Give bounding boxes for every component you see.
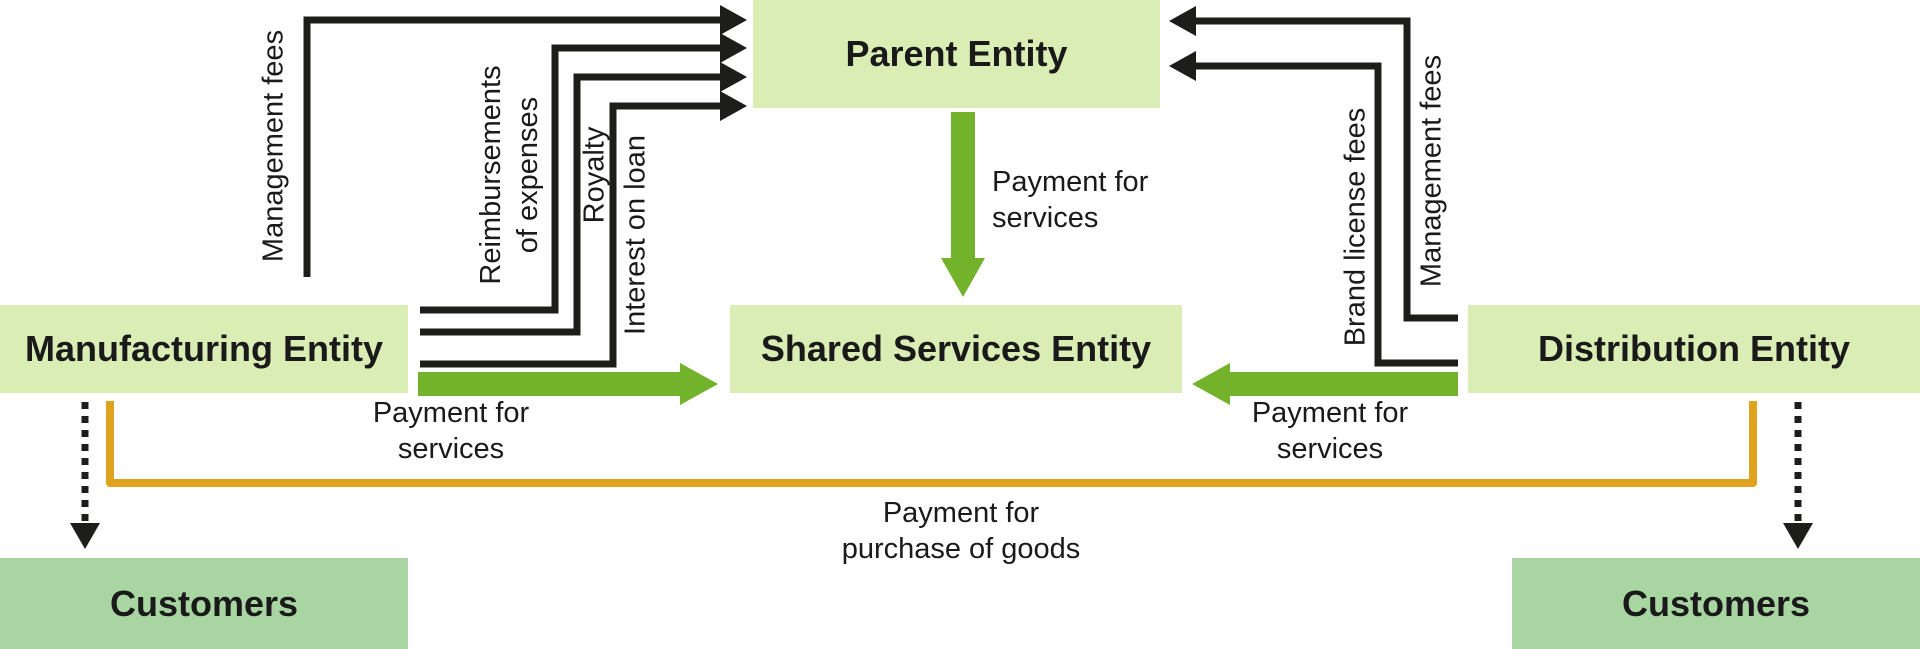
arrow-parent-to-shared <box>941 112 985 297</box>
arrowhead-right-icon <box>720 33 747 63</box>
box-manufacturing-entity: Manufacturing Entity <box>0 305 408 393</box>
connector-management-fees-right <box>1169 6 1458 322</box>
box-shared-services-entity: Shared Services Entity <box>730 305 1182 393</box>
box-distribution-entity: Distribution Entity <box>1468 305 1920 393</box>
label-payment-services-left-line1: Payment for <box>372 397 530 429</box>
manufacturing-entity-label: Manufacturing Entity <box>25 328 383 369</box>
label-payment-services-center-line2: services <box>992 202 1099 234</box>
arrowhead-right-icon <box>720 91 747 121</box>
arrowhead-right-icon <box>720 5 747 35</box>
arrow-distribution-to-shared <box>1192 363 1458 405</box>
arrowhead-down-icon <box>941 258 985 297</box>
connector-brand-license-fees <box>1169 51 1458 367</box>
arrowhead-down-icon <box>1783 523 1813 549</box>
edge-label-management-fees-left: Management fees <box>257 29 290 263</box>
arrowhead-left-icon <box>1192 363 1230 405</box>
arrowhead-right-icon <box>720 62 747 92</box>
edge-label-management-fees-right: Management fees <box>1415 54 1448 288</box>
label-payment-services-right-line2: services <box>1276 433 1384 465</box>
label-payment-services-right: Payment for services <box>1252 395 1408 467</box>
label-payment-purchase-goods-line2: purchase of goods <box>841 533 1081 565</box>
label-payment-services-left: Payment for services <box>373 395 529 467</box>
edge-label-reimbursements-line1: Reimbursements <box>475 65 507 285</box>
connector-management-fees-left <box>303 5 747 277</box>
box-customers-left: Customers <box>0 558 408 649</box>
customers-left-label: Customers <box>109 582 299 624</box>
label-payment-services-center-line1: Payment for <box>992 166 1149 198</box>
arrow-distribution-to-customers <box>1783 402 1813 549</box>
arrowhead-left-icon <box>1169 51 1196 81</box>
label-payment-purchase-goods: Payment for purchase of goods <box>842 495 1081 567</box>
connector-interest-on-loan <box>420 91 747 368</box>
arrow-manufacturing-to-customers <box>70 402 100 549</box>
label-payment-services-right-line1: Payment for <box>1251 397 1409 429</box>
connector-royalty <box>420 62 747 336</box>
arrowhead-down-icon <box>70 523 100 549</box>
label-payment-purchase-goods-line1: Payment for <box>882 497 1040 529</box>
edge-label-interest-on-loan: Interest on loan <box>619 135 652 335</box>
box-customers-right: Customers <box>1512 558 1920 649</box>
distribution-entity-label: Distribution Entity <box>1538 328 1850 369</box>
label-payment-services-center: Payment for services <box>992 164 1148 236</box>
shared-services-entity-label: Shared Services Entity <box>760 328 1152 369</box>
edge-label-royalty: Royalty <box>578 126 611 224</box>
arrowhead-left-icon <box>1169 6 1196 36</box>
arrow-manufacturing-to-shared <box>418 363 718 405</box>
box-parent-entity: Parent Entity <box>753 0 1160 108</box>
label-payment-services-left-line2: services <box>397 433 505 465</box>
edge-label-reimbursements-line2: of expenses <box>512 96 544 254</box>
parent-entity-label: Parent Entity <box>845 33 1068 74</box>
edge-label-brand-license-fees: Brand license fees <box>1339 107 1372 347</box>
edge-label-reimbursements: Reimbursements of expenses <box>473 65 547 284</box>
connector-reimbursements <box>420 33 747 314</box>
arrowhead-right-icon <box>680 363 718 405</box>
connector-payment-purchase-goods <box>106 401 1757 487</box>
customers-right-label: Customers <box>1621 582 1811 624</box>
